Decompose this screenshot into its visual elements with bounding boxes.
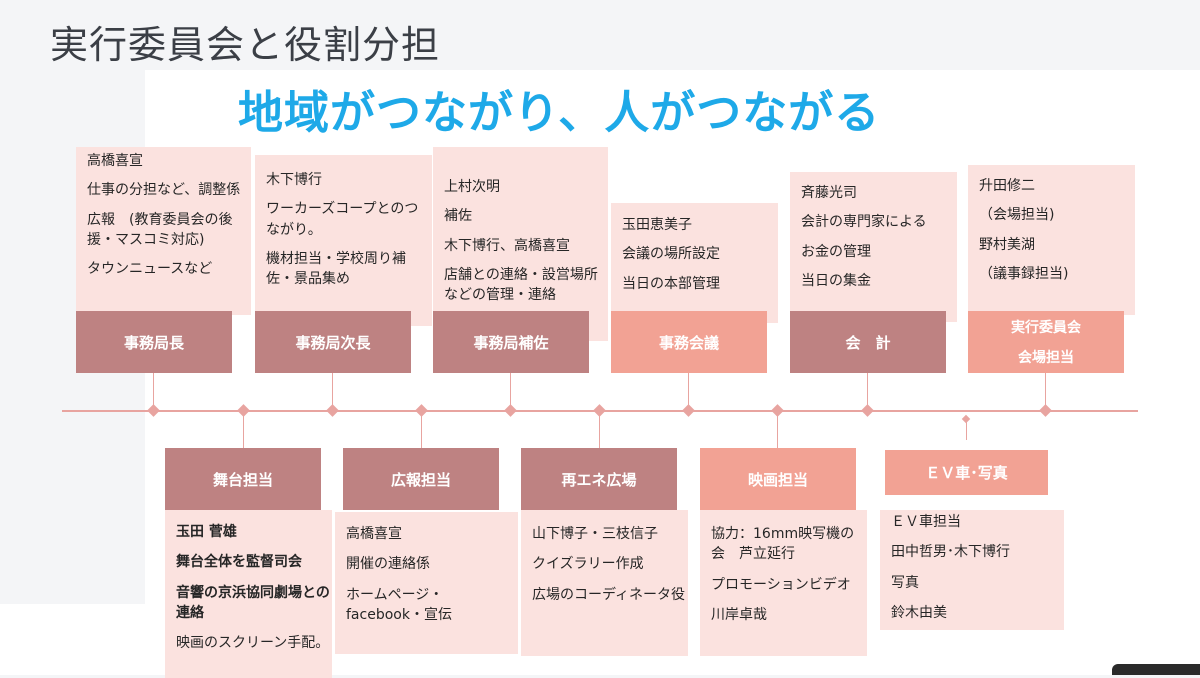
- role-label-pr: 広報担当: [343, 448, 499, 510]
- connector-line: [243, 411, 244, 448]
- connector-line: [867, 373, 868, 410]
- connector-line: [688, 373, 689, 410]
- role-label-ev-photo: ＥＶ車･写真: [885, 450, 1048, 495]
- role-detail-box: 玉田恵美子 会議の場所設定 当日の本部管理: [611, 203, 778, 323]
- role-detail-box: 斉藤光司 会計の専門家による お金の管理 当日の集金: [790, 172, 957, 322]
- role-label-accounting: 会 計: [790, 311, 946, 373]
- role-label-secretary-assistant: 事務局補佐: [433, 311, 589, 373]
- connector-line: [1045, 373, 1046, 410]
- role-label-meeting: 事務会議: [611, 311, 767, 373]
- role-detail-box: 升田修二 （会場担当) 野村美湖 （議事録担当): [968, 165, 1135, 315]
- connector-line: [332, 373, 333, 410]
- connector-line: [421, 411, 422, 448]
- role-label-venue: 実行委員会 会場担当: [968, 311, 1124, 373]
- role-label-stage: 舞台担当: [165, 448, 321, 510]
- role-label-secretary-general: 事務局長: [76, 311, 232, 373]
- connector-line: [777, 411, 778, 448]
- slogan: 地域がつながり、人がつながる: [238, 86, 881, 139]
- connector-line: [510, 373, 511, 410]
- role-detail-box: 高橋喜宣 仕事の分担など、調整係 広報 (教育委員会の後援・マスコミ対応) タウ…: [76, 147, 251, 315]
- connector-line: [153, 373, 154, 410]
- role-detail-box: 木下博行 ワーカーズコープとのつながり。 機材担当・学校周り補佐・景品集め: [255, 155, 432, 326]
- slide-title: 実行委員会と役割分担: [50, 23, 441, 67]
- role-detail-box: ＥＶ車担当 田中哲男･木下博行 写真 鈴木由美: [880, 510, 1064, 630]
- connector-line: [599, 411, 600, 448]
- role-label-deputy-secretary: 事務局次長: [255, 311, 411, 373]
- role-detail-box: 上村次明 補佐 木下博行、高橋喜宣 店舗との連絡・設営場所などの管理・連絡: [433, 147, 608, 341]
- connector-line: [966, 420, 967, 440]
- role-detail-box: 協力：16mm映写機の会 芦立延行 プロモーションビデオ 川岸卓哉: [700, 510, 867, 656]
- role-label-film: 映画担当: [700, 448, 856, 510]
- role-detail-box: 山下博子・三枝信子 クイズラリー作成 広場のコーディネータ役: [521, 510, 688, 656]
- role-detail-box: 高橋喜宣 開催の連絡係 ホームページ・facebook・宣伝: [335, 512, 518, 654]
- corner-tab: [1112, 664, 1200, 675]
- role-detail-box: 玉田 菅雄 舞台全体を監督司会 音響の京浜協同劇場との連絡 映画のスクリーン手配…: [165, 510, 332, 678]
- role-label-renewable-plaza: 再エネ広場: [521, 448, 677, 510]
